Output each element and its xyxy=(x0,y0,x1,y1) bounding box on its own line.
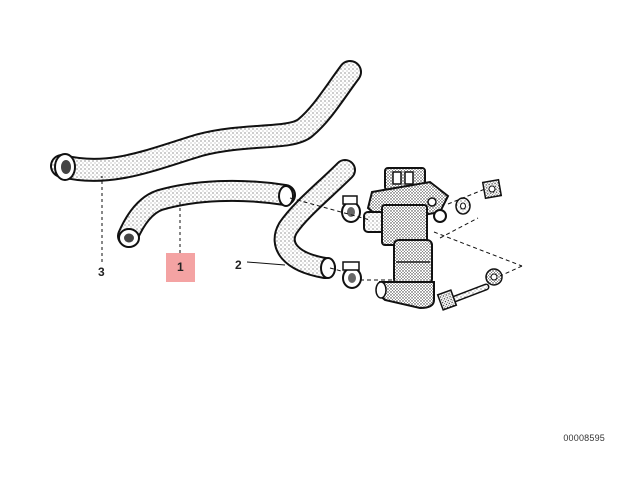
callout-1[interactable]: 1 xyxy=(177,260,184,274)
callout-2[interactable]: 2 xyxy=(235,258,242,272)
bolt-lower xyxy=(436,283,490,311)
nut-upper xyxy=(481,178,503,200)
callout-highlight xyxy=(166,253,195,282)
hose-part-2 xyxy=(273,159,356,279)
assembly-lines xyxy=(289,188,523,281)
callout-leaders xyxy=(101,176,286,266)
callout-3[interactable]: 3 xyxy=(98,265,105,279)
hose-part-1 xyxy=(117,179,296,248)
hose-clamp-upper xyxy=(341,195,361,223)
nut-lower xyxy=(485,268,503,286)
diagram-code: 00008595 xyxy=(563,433,605,443)
hose-clamp-lower xyxy=(342,261,362,289)
hose-part-3 xyxy=(50,60,362,182)
air-valve-assembly xyxy=(363,167,450,310)
